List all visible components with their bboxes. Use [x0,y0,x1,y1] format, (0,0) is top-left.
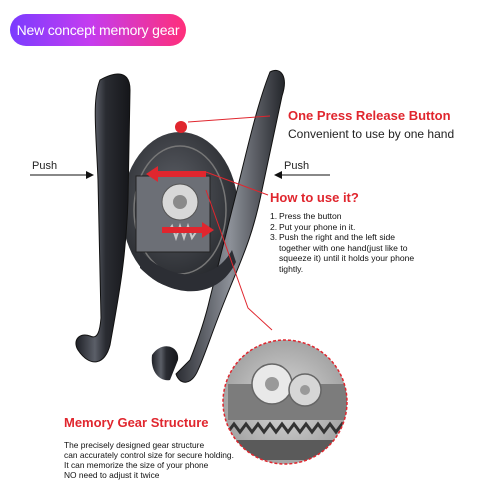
howto-title: How to use it? [270,190,359,205]
banner-pill: New concept memory gear [10,14,186,46]
banner-text: New concept memory gear [16,22,180,38]
howto-step: 1. Press the button [270,211,495,222]
release-button-icon [175,121,187,133]
push-right-label: Push [284,160,310,172]
left-arm [75,73,131,363]
step-number: 1. [270,211,278,221]
release-title: One Press Release Button [288,108,451,123]
step-text: Put your phone in it. [279,221,356,232]
gear-line: NO need to adjust it twice [64,470,160,480]
push-left-label: Push [32,160,58,172]
howto-step: 2. Put your phone in it. [270,222,495,233]
step-text: Push the right and the left side togethe… [279,232,415,274]
step-number: 2. [270,221,278,232]
gear-line: The precisely designed gear structure [64,440,205,450]
gear-zoom-circle [222,339,348,465]
gear-icon [161,183,199,221]
step-number: 3. [270,232,278,243]
right-arm [175,70,285,383]
gear-line: can accurately control size for secure h… [64,450,234,460]
gear-line: It can memorize the size of your phone [64,460,209,470]
howto-step: 3. Push the right and the left side toge… [270,232,495,274]
howto-steps: 1. Press the button 2. Put your phone in… [270,211,495,275]
gear-description: The precisely designed gear structure ca… [64,440,234,480]
release-subtitle: Convenient to use by one hand [288,127,455,141]
step-text: Press the button [279,211,342,221]
gear-title: Memory Gear Structure [64,415,209,430]
